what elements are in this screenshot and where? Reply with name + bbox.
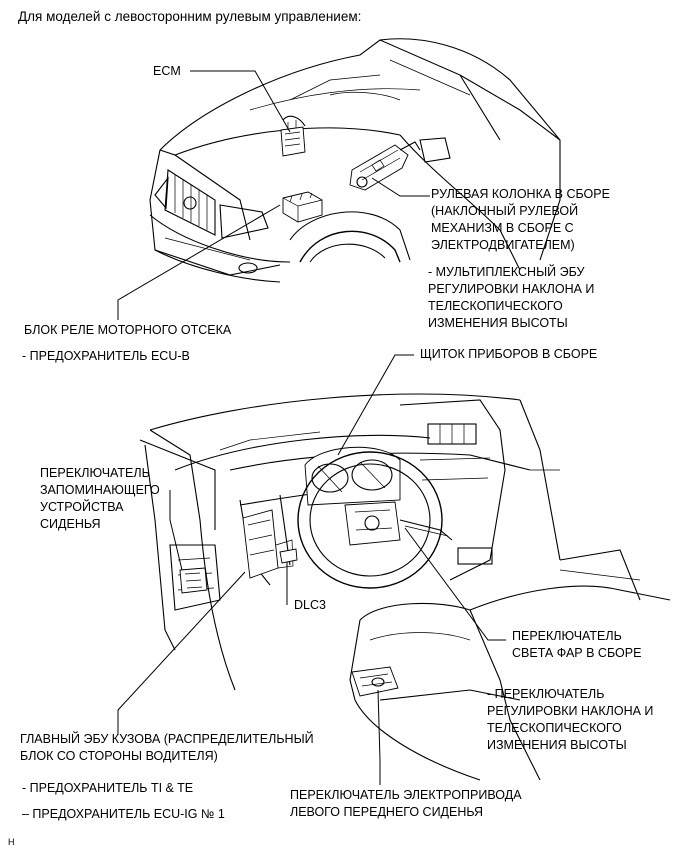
leader-lines — [117, 70, 506, 785]
ecm-label: ECM — [153, 64, 181, 78]
seat-power-switch-label: ПЕРЕКЛЮЧАТЕЛЬ ЭЛЕКТРОПРИВОДА ЛЕВОГО ПЕРЕ… — [290, 788, 522, 819]
dlc3-label: DLC3 — [294, 598, 326, 612]
page-header: Для моделей с левосторонним рулевым упра… — [18, 9, 362, 24]
vehicle-exterior-illustration — [149, 38, 561, 283]
headlight-switch-label: ПЕРЕКЛЮЧАТЕЛЬ СВЕТА ФАР В СБОРЕ — [512, 629, 642, 660]
footer-code: H — [8, 837, 15, 847]
fuse-ti-te-label: - ПРЕДОХРАНИТЕЛЬ TI & TE — [22, 781, 194, 795]
tilt-switch-label: - ПЕРЕКЛЮЧАТЕЛЬ РЕГУЛИРОВКИ НАКЛОНА И ТЕ… — [487, 687, 654, 752]
relay-block-label: БЛОК РЕЛЕ МОТОРНОГО ОТСЕКА — [24, 323, 232, 337]
fuse-ecu-b-label: - ПРЕДОХРАНИТЕЛЬ ECU-B — [22, 349, 190, 363]
memory-switch-label: ПЕРЕКЛЮЧАТЕЛЬ ЗАПОМИНАЮЩЕГО УСТРОЙСТВА С… — [40, 466, 160, 531]
body-ecu-label: ГЛАВНЫЙ ЭБУ КУЗОВА (РАСПРЕДЕЛИТЕЛЬНЫЙ БЛ… — [20, 732, 314, 763]
fuse-ecu-ig-label: – ПРЕДОХРАНИТЕЛЬ ECU-IG № 1 — [22, 807, 225, 821]
instrument-panel-label: ЩИТОК ПРИБОРОВ В СБОРЕ — [420, 347, 598, 361]
tilt-ecu-label: - МУЛЬТИПЛЕКСНЫЙ ЭБУ РЕГУЛИРОВКИ НАКЛОНА… — [428, 265, 595, 330]
steering-column-label: РУЛЕВАЯ КОЛОНКА В СБОРЕ (НАКЛОННЫЙ РУЛЕВ… — [431, 187, 610, 252]
cabin-interior-illustration — [139, 393, 671, 781]
